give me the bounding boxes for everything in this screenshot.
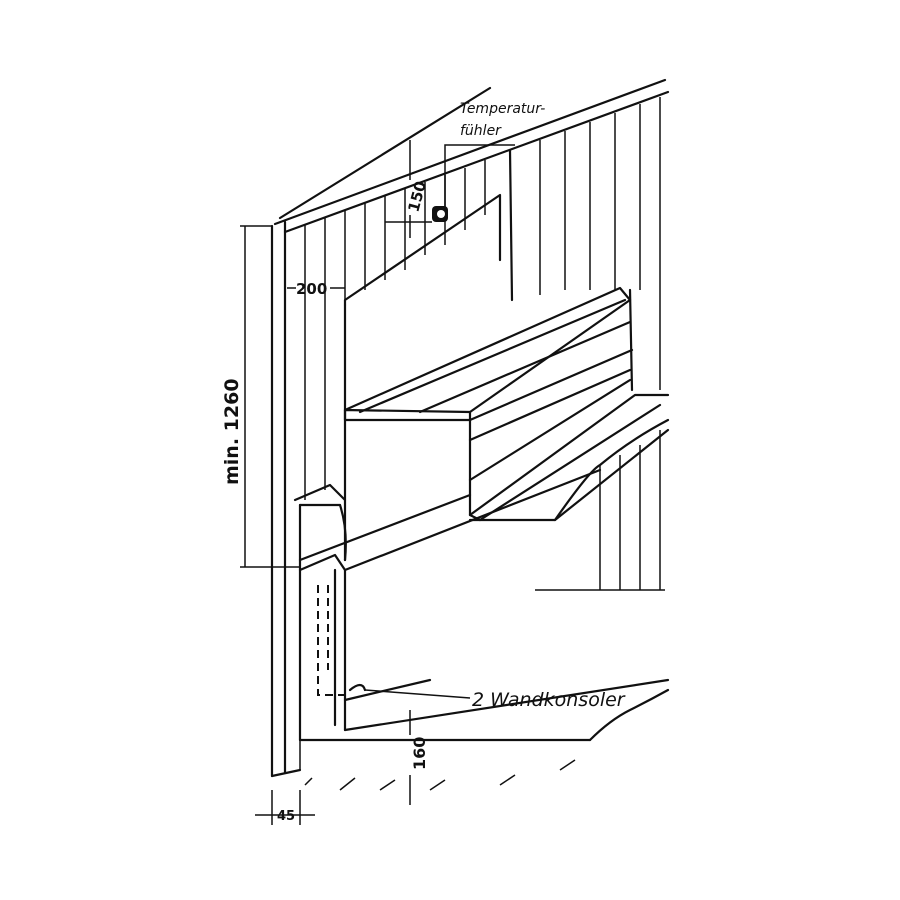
lower-bench (468, 378, 670, 522)
floor-hatch (304, 759, 576, 791)
sensor-label-line1: Temperatur- (460, 101, 545, 117)
front-panel (293, 468, 670, 742)
dim-height-label: min. 1260 (221, 378, 243, 485)
floor (298, 688, 670, 791)
temperature-sensor-icon (432, 206, 448, 222)
dimension-lines (240, 140, 515, 825)
brackets-label: 2 Wandkonsoler (472, 689, 626, 711)
upper-bench (343, 193, 634, 522)
dim-wall-label: 45 (277, 809, 295, 824)
sensor-label-line2: fühler (460, 123, 502, 139)
dim-top-label: 150 (404, 179, 429, 214)
dim-side-label: 200 (296, 280, 327, 298)
dim-floor-label: 160 (410, 737, 429, 770)
